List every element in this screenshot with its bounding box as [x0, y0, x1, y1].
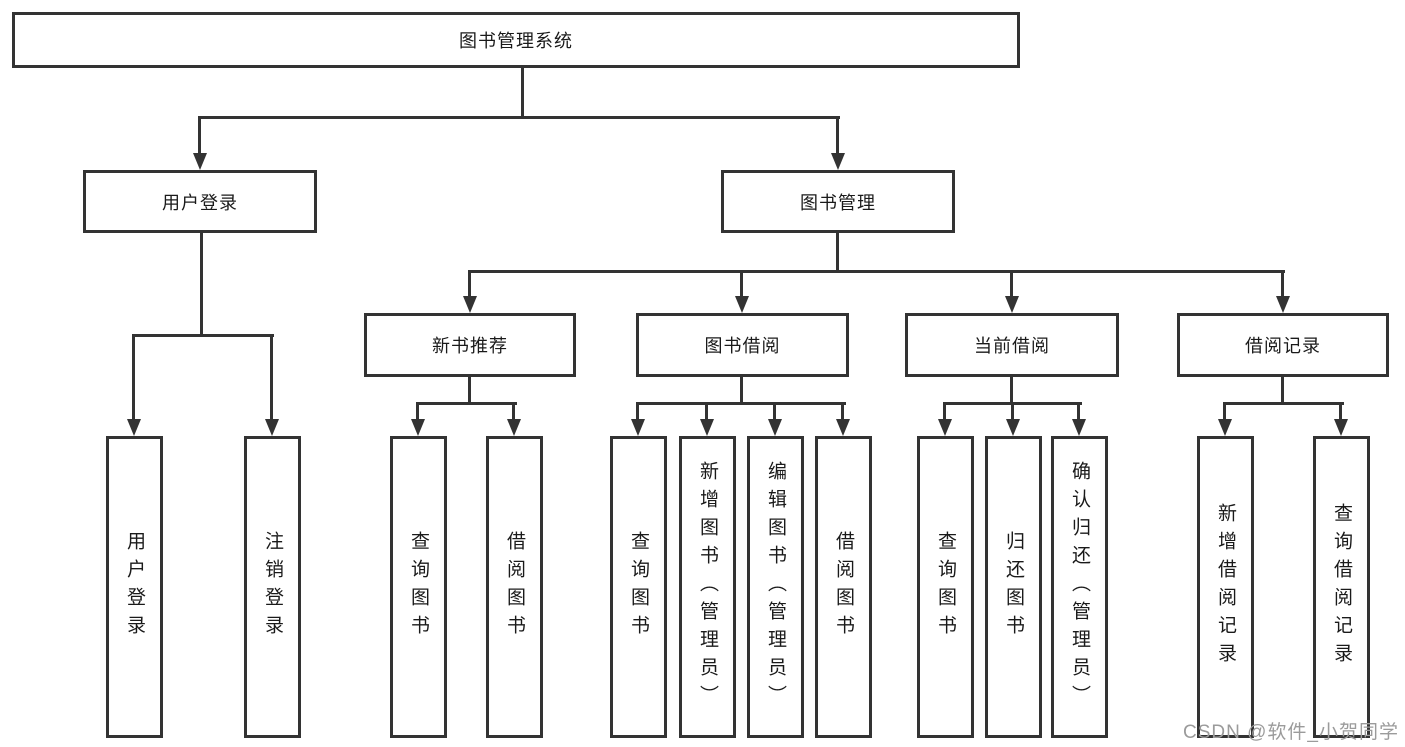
connector-line: [1011, 402, 1014, 421]
node-label: 查询图书: [408, 531, 429, 643]
arrow-down-icon: [1072, 419, 1086, 436]
arrow-down-icon: [768, 419, 782, 436]
connector-line: [416, 402, 517, 405]
leaf-borrow-books-2: 借阅图书: [815, 436, 872, 738]
node-label: 借阅记录: [1245, 336, 1321, 356]
node-label: 当前借阅: [974, 336, 1050, 356]
connector-line: [198, 116, 840, 119]
connector-line: [836, 116, 839, 154]
connector-line: [1010, 270, 1013, 297]
connector-line: [1281, 375, 1284, 404]
node-label: 借阅图书: [833, 531, 854, 643]
node-new-book-recommend: 新书推荐: [364, 313, 576, 377]
connector-line: [270, 334, 273, 420]
arrow-down-icon: [1276, 296, 1290, 313]
arrow-down-icon: [735, 296, 749, 313]
connector-line: [943, 402, 946, 421]
node-user-login: 用户登录: [83, 170, 317, 233]
node-label: 图书管理系统: [459, 31, 573, 51]
connector-line: [705, 402, 708, 421]
arrow-down-icon: [1334, 419, 1348, 436]
node-label: 图书管理: [800, 192, 876, 213]
connector-line: [773, 402, 776, 421]
leaf-query-books-1: 查询图书: [390, 436, 447, 738]
leaf-add-borrow-record: 新增借阅记录: [1197, 436, 1254, 738]
connector-line: [521, 67, 524, 118]
connector-line: [133, 334, 274, 337]
node-library-management-system: 图书管理系统: [12, 12, 1020, 68]
leaf-borrow-books-1: 借阅图书: [486, 436, 543, 738]
connector-line: [841, 402, 844, 421]
connector-line: [416, 402, 419, 421]
node-label: 新书推荐: [432, 336, 508, 356]
node-label: 用户登录: [124, 531, 145, 643]
connector-line: [740, 270, 743, 297]
leaf-return-books: 归还图书: [985, 436, 1042, 738]
leaf-query-borrow-record: 查询借阅记录: [1313, 436, 1370, 738]
connector-line: [636, 402, 639, 421]
arrow-down-icon: [463, 296, 477, 313]
connector-line: [512, 402, 515, 421]
node-label: 查询借阅记录: [1331, 503, 1352, 671]
arrow-down-icon: [193, 153, 207, 170]
node-label: 确认归还（管理员）: [1069, 461, 1090, 713]
node-label: 图书借阅: [704, 336, 781, 356]
arrow-down-icon: [507, 419, 521, 436]
node-label: 查询图书: [935, 531, 956, 643]
leaf-query-books-3: 查询图书: [917, 436, 974, 738]
node-label: 新增图书（管理员）: [697, 461, 718, 713]
connector-line: [1281, 270, 1284, 297]
leaf-edit-books-admin: 编辑图书（管理员）: [747, 436, 804, 738]
node-label: 归还图书: [1003, 531, 1024, 643]
leaf-logout: 注销登录: [244, 436, 301, 738]
node-label: 新增借阅记录: [1215, 503, 1236, 671]
connector-line: [1010, 375, 1013, 404]
arrow-down-icon: [127, 419, 141, 436]
leaf-add-books-admin: 新增图书（管理员）: [679, 436, 736, 738]
connector-line: [1223, 402, 1344, 405]
arrow-down-icon: [1005, 296, 1019, 313]
arrow-down-icon: [411, 419, 425, 436]
connector-line: [1223, 402, 1226, 421]
connector-line: [636, 402, 846, 405]
connector-line: [198, 116, 201, 154]
leaf-confirm-return-admin: 确认归还（管理员）: [1051, 436, 1108, 738]
watermark: CSDN @软件_小贺同学: [1183, 722, 1399, 743]
arrow-down-icon: [265, 419, 279, 436]
connector-line: [468, 375, 471, 404]
node-label: 用户登录: [162, 192, 238, 213]
connector-line: [200, 232, 203, 336]
arrow-down-icon: [836, 419, 850, 436]
connector-line: [1077, 402, 1080, 421]
arrow-down-icon: [700, 419, 714, 436]
leaf-user-login: 用户登录: [106, 436, 163, 738]
connector-line: [1339, 402, 1342, 421]
node-book-management: 图书管理: [721, 170, 955, 233]
connector-line: [132, 334, 135, 420]
node-book-borrowing: 图书借阅: [636, 313, 849, 377]
arrow-down-icon: [1218, 419, 1232, 436]
connector-line: [836, 232, 839, 272]
arrow-down-icon: [831, 153, 845, 170]
node-current-borrowing: 当前借阅: [905, 313, 1119, 377]
leaf-query-books-2: 查询图书: [610, 436, 667, 738]
arrow-down-icon: [1006, 419, 1020, 436]
node-label: 查询图书: [628, 531, 649, 643]
arrow-down-icon: [938, 419, 952, 436]
connector-line: [468, 270, 471, 297]
arrow-down-icon: [631, 419, 645, 436]
connector-line: [740, 375, 743, 404]
connector-line: [468, 270, 1285, 273]
node-borrowing-records: 借阅记录: [1177, 313, 1389, 377]
node-label: 注销登录: [262, 531, 283, 643]
node-label: 编辑图书（管理员）: [765, 461, 786, 713]
node-label: 借阅图书: [504, 531, 525, 643]
